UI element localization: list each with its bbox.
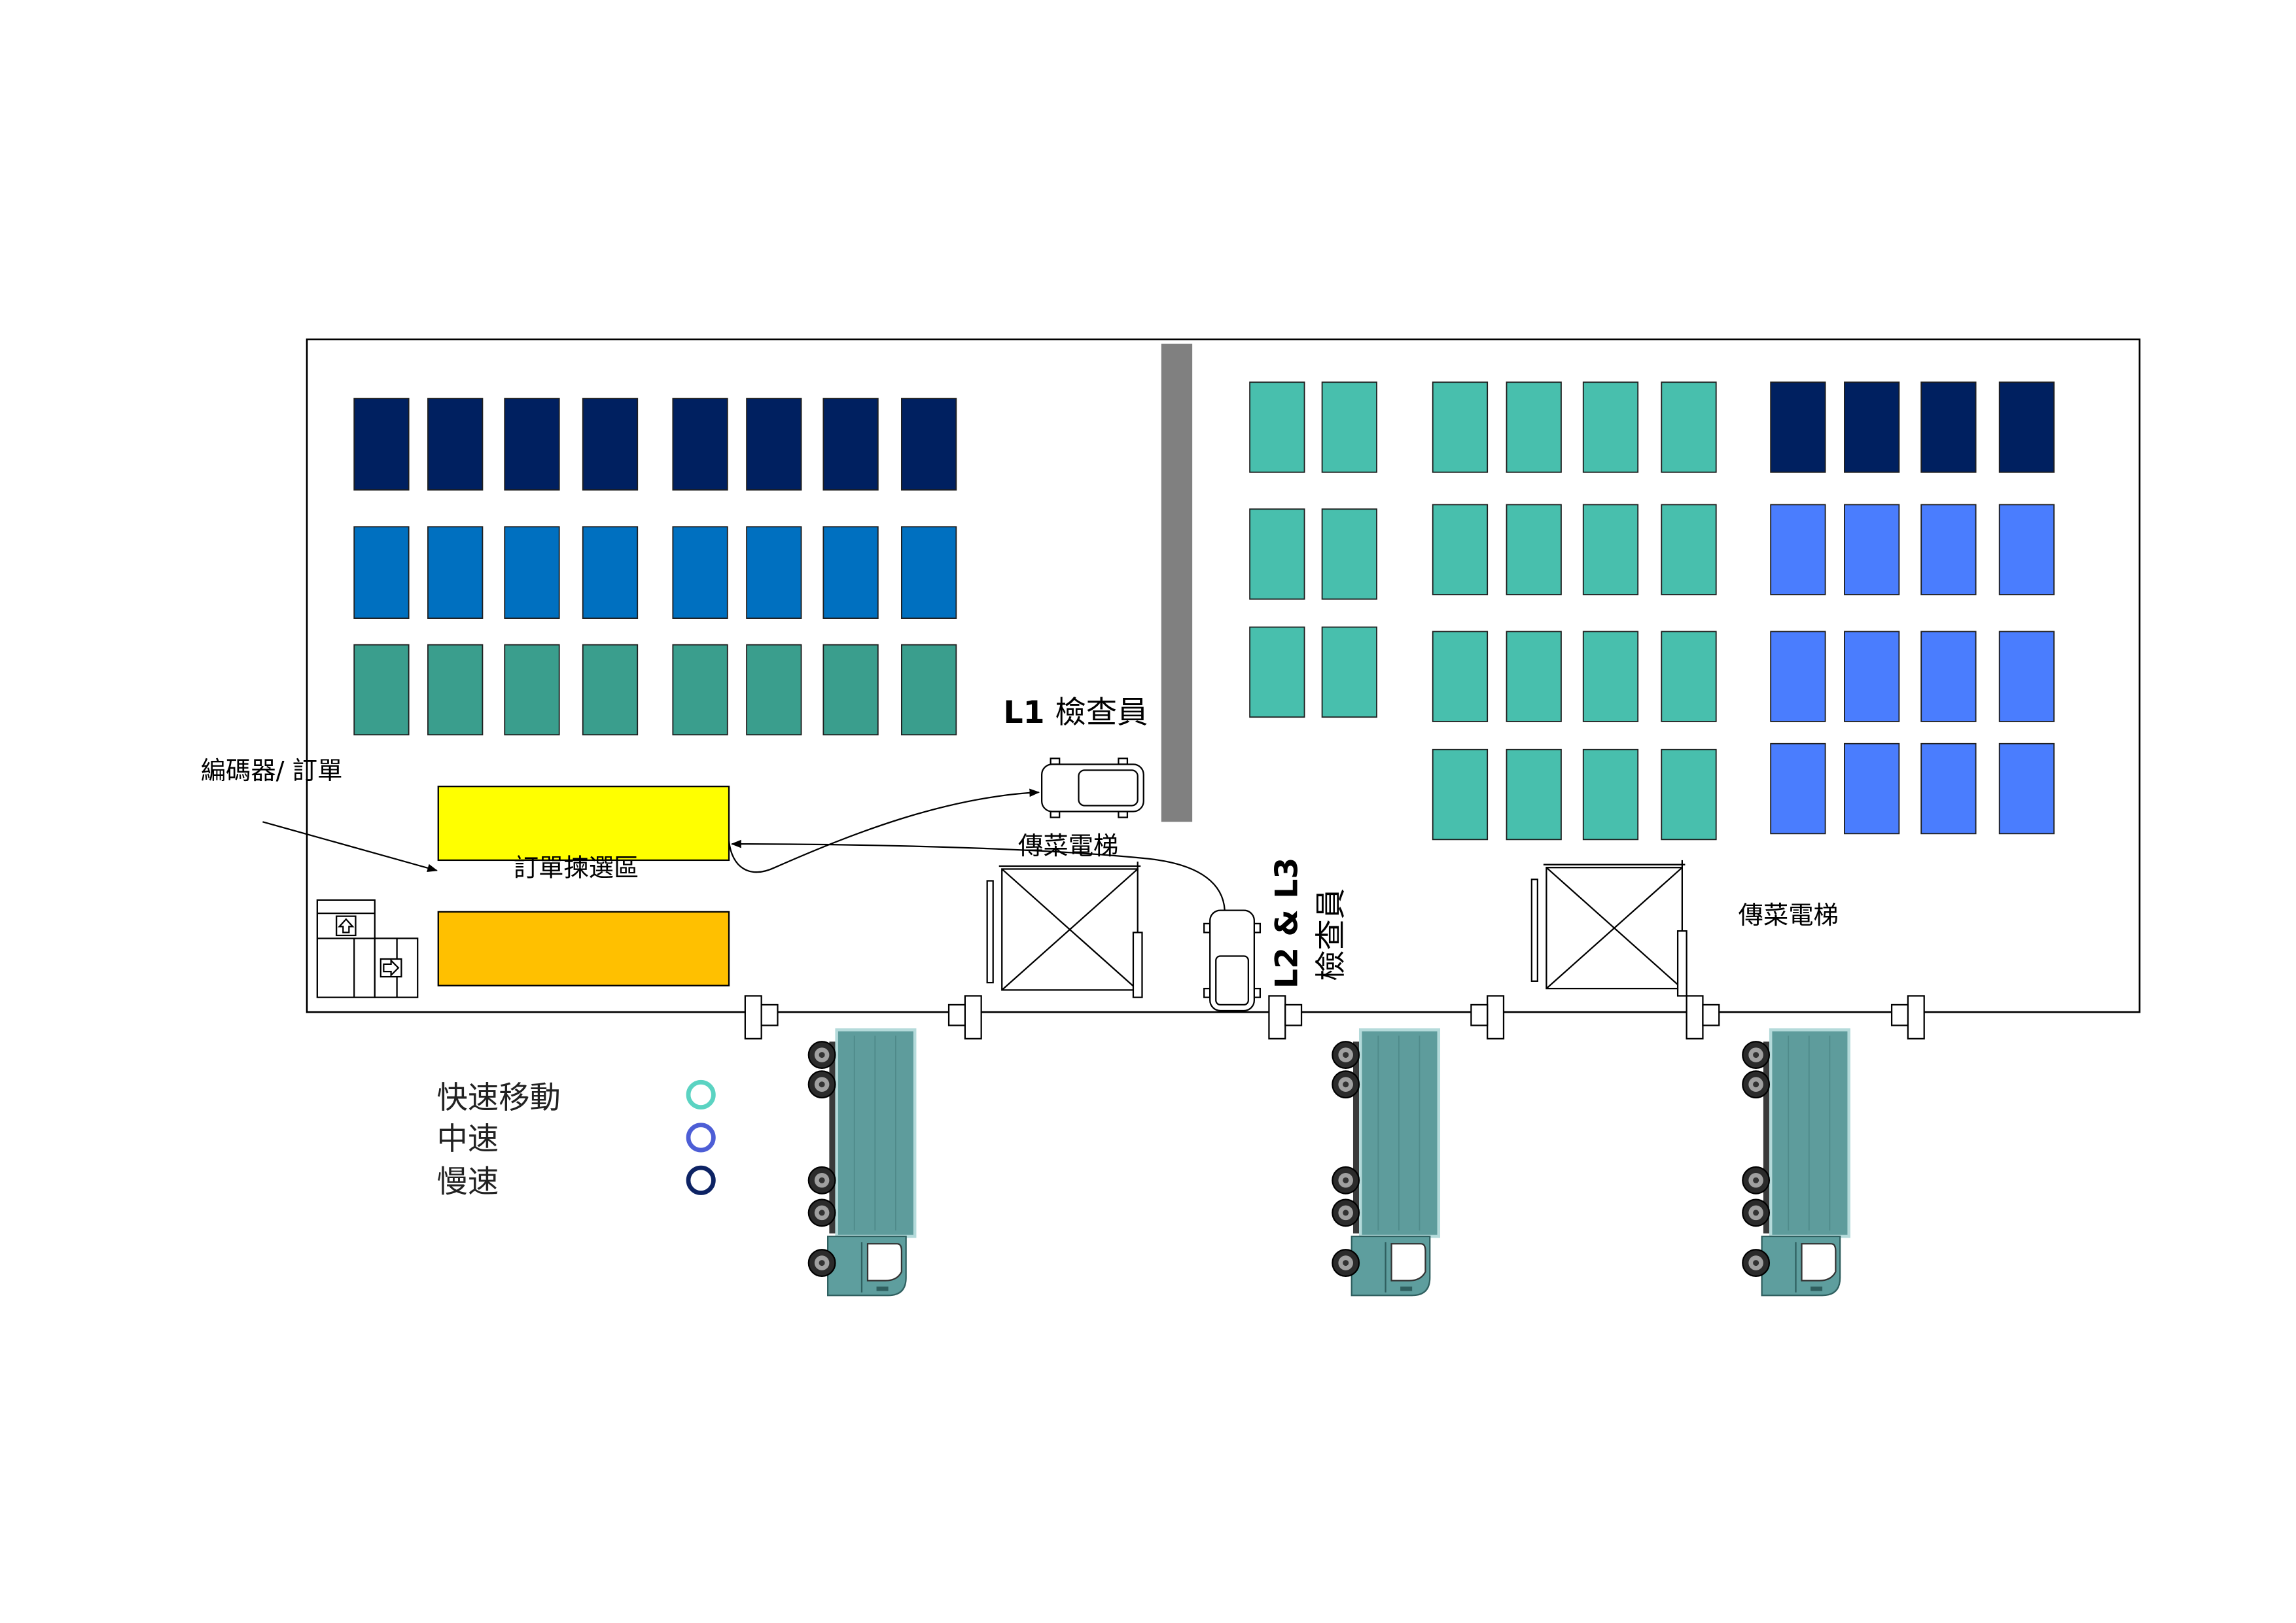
- rack-medium: [672, 526, 728, 619]
- rack-slow: [746, 398, 802, 491]
- rack-slow: [1998, 381, 2055, 473]
- rack-fast: [746, 644, 802, 736]
- rack-medium: [1770, 742, 1826, 835]
- rack-slow: [1920, 381, 1977, 473]
- rack-fast: [1506, 504, 1562, 595]
- legend-dot-medium: [686, 1123, 716, 1153]
- divider-wall: [1161, 343, 1193, 822]
- rack-fast: [1249, 626, 1305, 718]
- rack-medium: [504, 526, 560, 619]
- rack-medium: [900, 526, 957, 619]
- rack-medium: [1920, 504, 1977, 595]
- rack-fast: [353, 644, 410, 736]
- truck-icon: [1332, 1030, 1438, 1295]
- rack-fast: [1432, 631, 1489, 722]
- rack-fast: [1661, 748, 1717, 841]
- rack-fast: [672, 644, 728, 736]
- rack-fast: [504, 644, 560, 736]
- legend-label-slow: 慢速: [437, 1164, 499, 1200]
- rack-fast: [1432, 381, 1489, 473]
- rack-fast: [1582, 381, 1639, 473]
- rack-fast: [1249, 381, 1305, 473]
- rack-fast: [1506, 631, 1562, 722]
- rack-medium: [822, 526, 879, 619]
- rack-medium: [582, 526, 639, 619]
- rack-fast: [1661, 631, 1717, 722]
- rack-slow: [504, 398, 560, 491]
- rack-fast: [427, 644, 484, 736]
- flow-arrow-to-l1: [728, 788, 1040, 873]
- l2-l3-role: 檢查員: [1313, 888, 1349, 981]
- rack-slow: [582, 398, 639, 491]
- encoder-order-label: 編碼器/ 訂單: [201, 756, 343, 786]
- elevator-label-right: 傳菜電梯: [1739, 901, 1839, 930]
- truck-icon: [809, 1030, 915, 1295]
- rack-medium: [1844, 631, 1900, 722]
- rack-fast: [1506, 381, 1562, 473]
- right-arrow-icon: [383, 958, 400, 977]
- legend-label-fast: 快速移動: [437, 1080, 561, 1116]
- rack-slow: [353, 398, 410, 491]
- elevator-icon-right: [1530, 859, 1687, 997]
- legend-dot-slow: [686, 1165, 716, 1195]
- rack-fast: [1432, 748, 1489, 841]
- picking-zone-secondary: [437, 911, 730, 986]
- elevator-label-left: 傳菜電梯: [1018, 831, 1118, 861]
- rack-medium: [1920, 631, 1977, 722]
- forklift-icon-l1: [1041, 758, 1144, 818]
- rack-slow: [822, 398, 879, 491]
- rack-slow: [900, 398, 957, 491]
- forklift-icon-l2-l3: [1203, 909, 1262, 1012]
- truck-icon: [1742, 1030, 1848, 1295]
- flow-arrow-to-picking: [730, 839, 1226, 911]
- rack-fast: [1506, 748, 1562, 841]
- rack-medium: [353, 526, 410, 619]
- shelving-unit-icon: [316, 899, 419, 998]
- rack-medium: [1844, 742, 1900, 835]
- rack-fast: [1582, 631, 1639, 722]
- l2-l3-code: L2 & L3: [1269, 858, 1305, 988]
- up-arrow-icon: [338, 918, 355, 934]
- rack-fast: [1321, 626, 1377, 718]
- speed-legend: 快速移動 中速 慢速: [437, 1079, 716, 1200]
- rack-medium: [1770, 504, 1826, 595]
- rack-fast: [1661, 504, 1717, 595]
- l1-code: L1: [1003, 695, 1044, 731]
- rack-medium: [746, 526, 802, 619]
- picking-area-label: 訂單揀選區: [514, 854, 639, 883]
- rack-medium: [427, 526, 484, 619]
- rack-medium: [1920, 742, 1977, 835]
- elevator-icon-left: [986, 861, 1143, 998]
- rack-fast: [1249, 508, 1305, 600]
- rack-medium: [1770, 631, 1826, 722]
- rack-fast: [582, 644, 639, 736]
- rack-area: [353, 381, 2055, 841]
- rack-fast: [1661, 381, 1717, 473]
- rack-medium: [1844, 504, 1900, 595]
- rack-fast: [1582, 748, 1639, 841]
- picking-zone-primary: [437, 786, 730, 862]
- rack-fast: [822, 644, 879, 736]
- rack-medium: [1998, 742, 2055, 835]
- l1-inspector-label: L1 檢查員: [1003, 695, 1148, 731]
- rack-medium: [1998, 504, 2055, 595]
- rack-fast: [1582, 504, 1639, 595]
- rack-fast: [900, 644, 957, 736]
- rack-fast: [1321, 381, 1377, 473]
- rack-slow: [427, 398, 484, 491]
- rack-medium: [1998, 631, 2055, 722]
- rack-slow: [672, 398, 728, 491]
- rack-slow: [1770, 381, 1826, 473]
- encoder-arrow: [262, 821, 438, 872]
- legend-dot-fast: [686, 1079, 716, 1110]
- rack-slow: [1844, 381, 1900, 473]
- rack-fast: [1321, 508, 1377, 600]
- rack-fast: [1432, 504, 1489, 595]
- l1-role: 檢查員: [1055, 695, 1148, 731]
- legend-label-medium: 中速: [437, 1121, 499, 1157]
